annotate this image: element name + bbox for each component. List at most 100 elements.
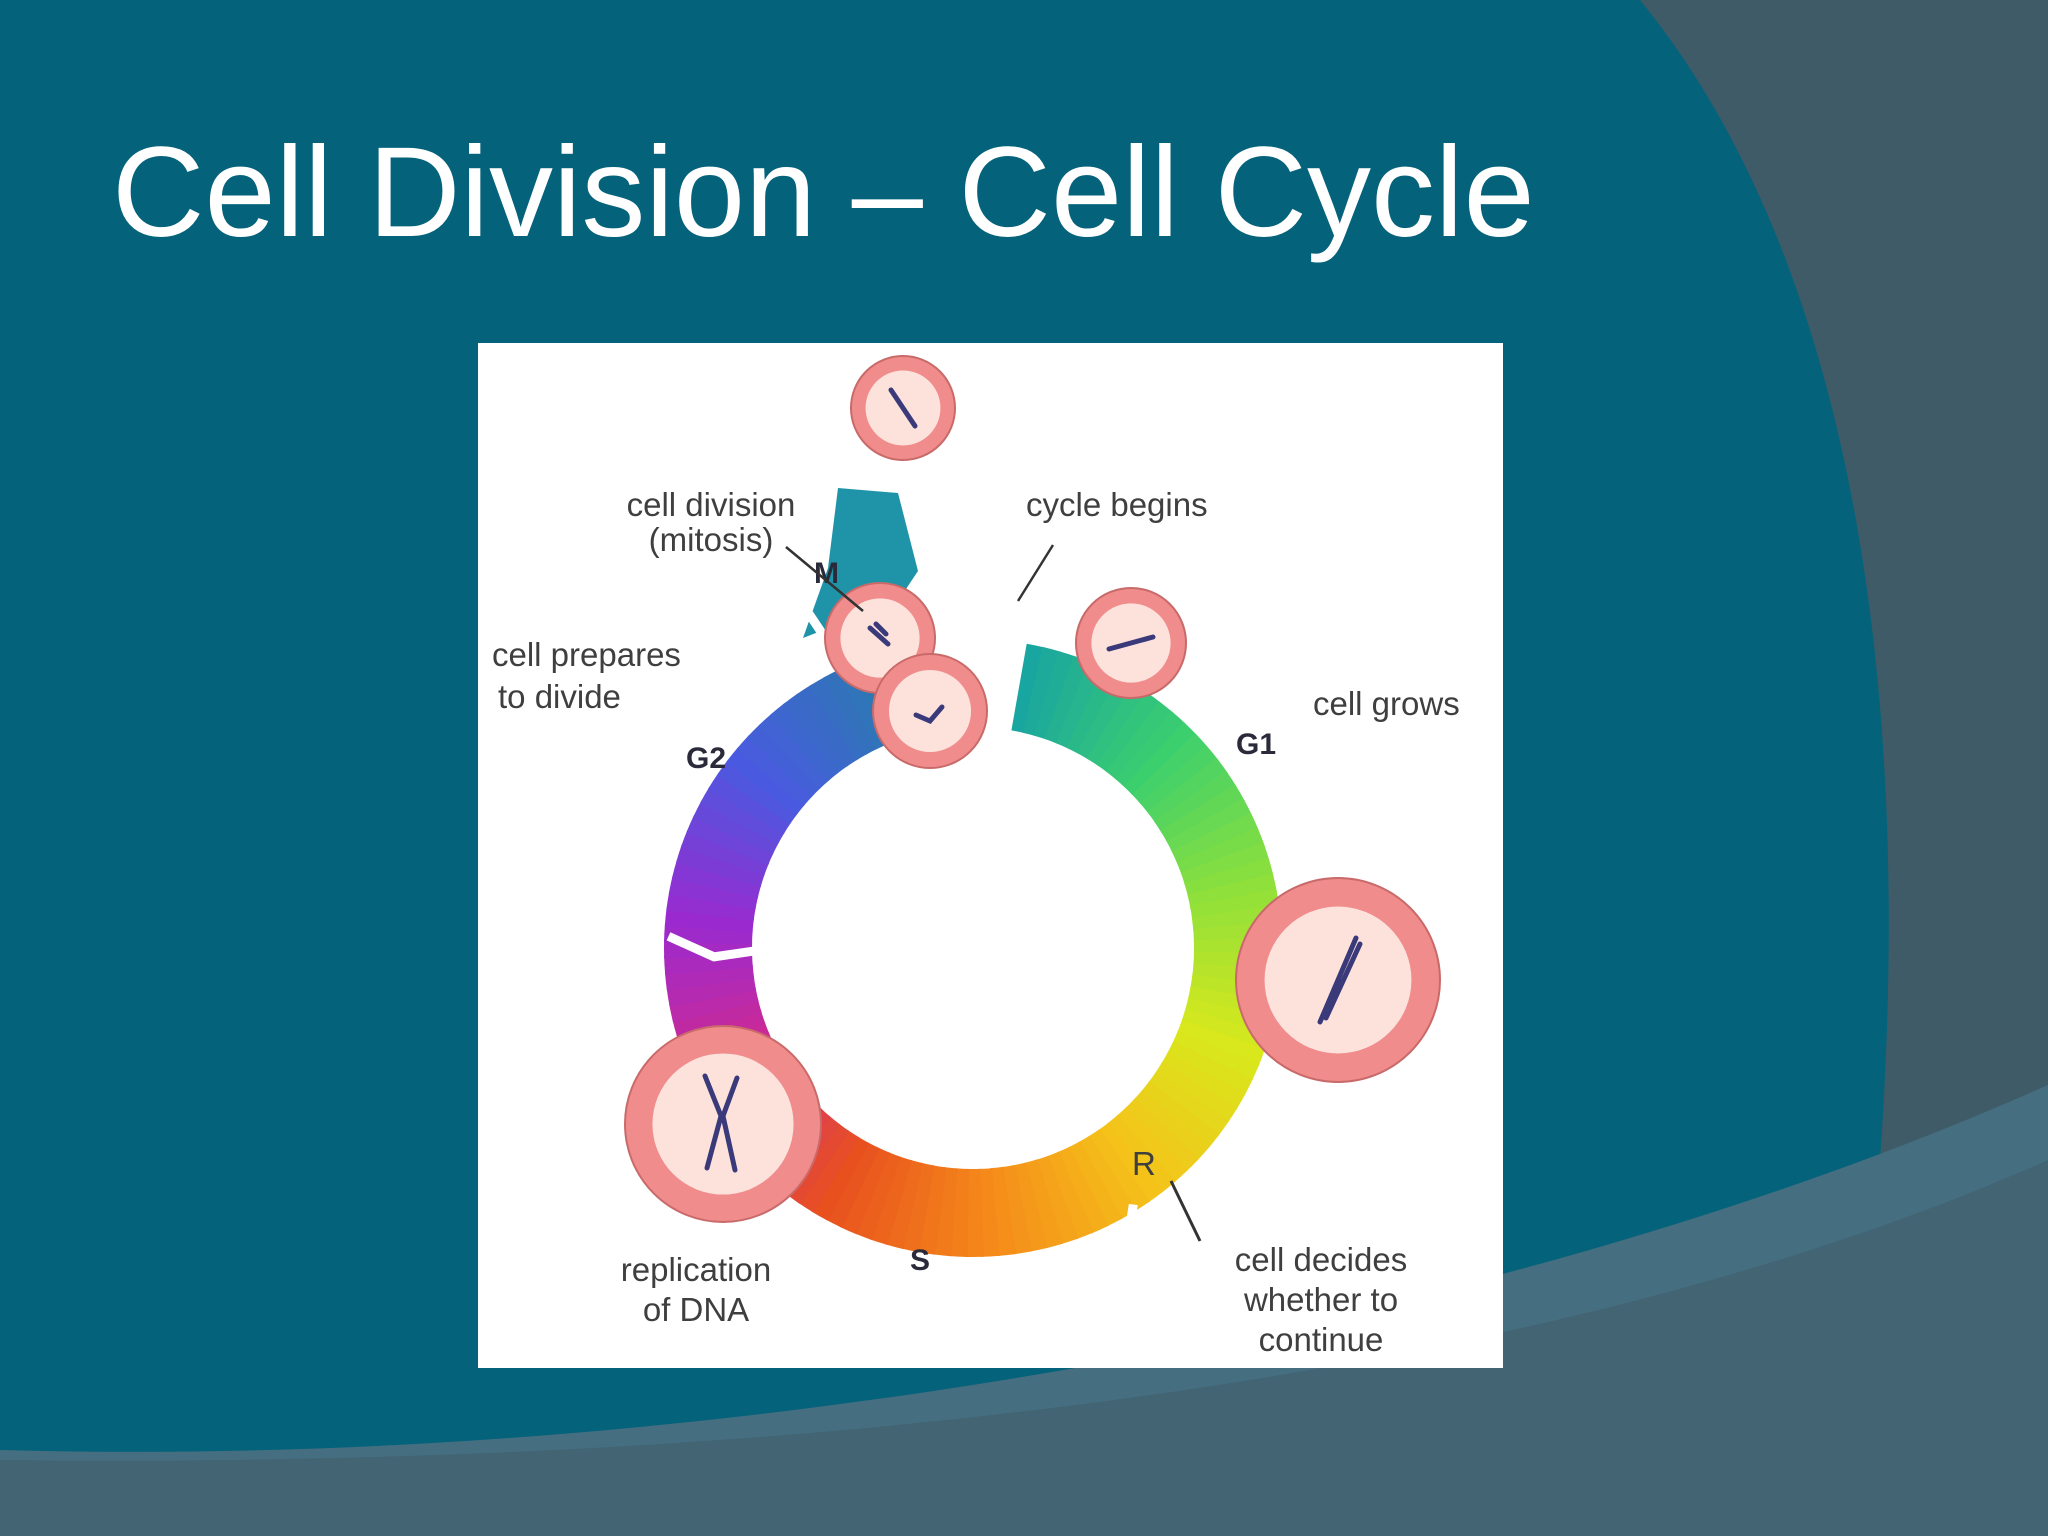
cycle-ring-segment [666,976,757,1007]
cycle-ring-segment [809,676,868,761]
cycle-ring-segment [1078,1135,1137,1220]
cycle-ring-segment [686,814,774,866]
label-prepares-line2: to divide [498,678,621,715]
cell-cycle-figure: M G1 G2 S R cell division (mitosis) cycl… [478,343,1503,1368]
phase-label-g2: G2 [686,742,726,775]
cycle-ring-segment [1172,1030,1260,1082]
cycle-ring-segment [782,693,849,774]
cycle-ring-segment [1166,798,1253,854]
label-cycle-begins-pointer [1016,544,1055,602]
cycle-ring-segment [1160,784,1245,843]
cycle-ring-segment [1086,683,1149,767]
cycle-ring-segment [900,1162,935,1253]
cycle-ring-segment [1012,1162,1048,1252]
cycle-ring-segment [839,1147,891,1235]
cell-illustration [850,355,956,461]
cycle-ring-segment [1057,1146,1109,1234]
cycle-ring-segment [1147,757,1228,824]
cell-illustration [1235,877,1441,1083]
cycle-ring-segment [1177,1020,1266,1067]
cycle-ring-segment [811,1136,870,1221]
cycle-ring-segment [1088,1129,1151,1212]
cycle-ring-segment [1176,827,1265,875]
cycle-ring-segment [700,786,785,845]
cell-cycle-diagram: M G1 G2 S R cell division (mitosis) cycl… [492,355,1460,1358]
label-cell-grows: cell grows [1313,685,1460,722]
cycle-ring-segment [1035,1155,1079,1245]
cycle-ring-segment [869,1156,913,1245]
cycle-ring-segment [1148,1071,1230,1137]
label-mitosis-line2: (mitosis) [649,521,774,558]
cycle-ring-segment [1001,1164,1032,1255]
cycle-ring-segment [978,1168,1000,1257]
cycle-ring-segment [1154,770,1237,833]
cycle-ring-segment [1124,1098,1199,1173]
label-decides-line3: continue [1259,1321,1384,1358]
label-replication-line1: replication [621,1251,771,1288]
label-decides-line2: whether to [1243,1281,1398,1318]
cycle-ring-segment [726,746,806,815]
cycle-ring-segment [1116,1107,1188,1184]
phase-separator [1089,1203,1138,1295]
cycle-ring-segment [1024,1159,1064,1249]
cycle-ring-segment [795,684,858,767]
cycle-ring-segment [1132,733,1209,805]
cycle-ring-segment [1097,1122,1164,1203]
cycle-ring-segment [1106,701,1175,781]
cycle-ring-segment [948,1168,970,1257]
cycle-ring-segment [1139,745,1219,814]
cycle-ring-segment [884,1159,924,1250]
cycle-ring-segment [1187,873,1277,909]
label-prepares-line1: cell prepares [492,636,681,673]
cycle-ring-segment [672,999,762,1039]
cycle-ring-segment [1161,1051,1246,1110]
cycle-ring-segment [708,772,792,835]
cycle-ring-segment [1167,1041,1253,1096]
cycle-ring-segment [964,1168,984,1258]
cycle-ring-segment [1022,646,1062,737]
cycle-ring-segment [825,1142,880,1228]
cycle-ring-segment [854,1152,901,1241]
slide-title: Cell Division – Cell Cycle [112,121,1535,264]
cycle-ring-segment [664,907,754,933]
cycle-ring-segment [747,723,822,798]
decor-curve-right [1640,0,2048,1160]
restriction-point-label: R [1132,1145,1156,1182]
cycle-ring-segment [1181,1008,1270,1052]
label-cycle-begins: cycle begins [1026,486,1208,523]
cycle-ring-segment [1171,812,1259,864]
cycle-ring-segment [676,844,765,888]
decor-band-bottom [0,1160,2048,1536]
cells-layer [624,355,1441,1223]
cycle-ring-segment [693,800,779,855]
cycle-ring-segment [666,891,756,922]
cycle-ring-segment [1096,691,1162,773]
cycle-ring-segment [1033,651,1077,740]
phase-label-g1: G1 [1236,728,1276,761]
cycle-ring-segment [758,712,830,789]
cell-illustration [624,1025,822,1223]
cycle-ring-segment [1180,842,1270,886]
cycle-ring-segment [1184,857,1274,897]
cycle-ring-segment [1046,1151,1094,1240]
cycle-ring-segment [668,875,759,910]
cycle-ring-segment [1115,711,1187,788]
cell-illustration [1075,587,1187,699]
cell-illustration [872,653,988,769]
cycle-ring-segment [1189,889,1280,920]
cycle-ring-segment [1045,655,1092,744]
label-mitosis-pointer [785,546,864,612]
cycle-ring-segment [1140,1081,1220,1150]
cycle-ring-segment [1154,1061,1238,1124]
cycle-ring-segment [823,668,879,755]
phase-label-s: S [910,1244,930,1277]
cycle-ring-segment [1123,722,1198,797]
cycle-ring-segment [932,1167,958,1257]
cycle-ring-segment [680,829,769,876]
phase-separator [666,932,765,962]
cycle-ring-segment [797,1129,860,1213]
cycle-ring-segment [916,1165,947,1255]
cycle-ring-segment [770,702,839,782]
cycle-ring-segment [671,859,762,899]
